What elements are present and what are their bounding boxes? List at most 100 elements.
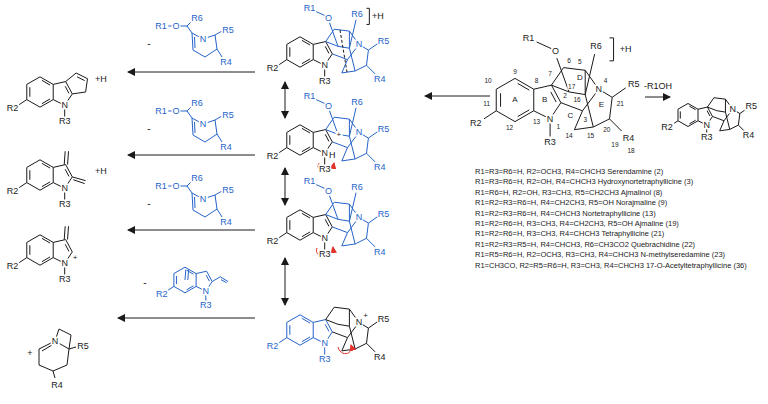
structure-label: + — [336, 131, 343, 139]
structure-label: +H — [371, 11, 385, 20]
compound-legend-line: R1=R2=R3=R5=H, R4=CHCH3, R6=CH3CO2 Quebr… — [474, 241, 696, 249]
atom-number: 14 — [564, 133, 573, 140]
structure-label: R2 — [155, 289, 169, 298]
structure-label: E — [598, 101, 605, 109]
structure-label: R6 — [190, 99, 204, 108]
compound-legend-line: R1=R5=R6=H, R2=OCH3, R3=CH3, R4=CHCH3 N-… — [474, 251, 726, 259]
structure-label: N — [320, 234, 329, 243]
structure-label: - — [142, 278, 147, 288]
structure-label: R2 — [266, 64, 280, 73]
atom-number: 7 — [547, 71, 553, 78]
reaction-arrow — [128, 155, 255, 156]
compound-legend-line: R1=R2=R6=H, R3=CH3, R4=CH2CH3, R5=OH Ajm… — [474, 220, 680, 228]
structure-label: R1 — [154, 22, 168, 31]
structure-label: N — [728, 105, 737, 114]
structure-label: R1 — [303, 177, 317, 186]
compound-legend-line: R1=R3=R6=H, R2=OH, R4=CHCH3 Hydroxynorte… — [474, 179, 694, 187]
structure-label: R6 — [190, 174, 204, 183]
atom-number: 8 — [534, 78, 540, 85]
structure-label: R5 — [745, 102, 759, 111]
indole-ring — [278, 125, 332, 166]
structure-label: N — [355, 40, 364, 49]
structure-label: R5 — [377, 209, 391, 218]
atom-number: 21 — [616, 101, 625, 108]
neutral-fragment — [167, 182, 222, 217]
indole-ring — [278, 315, 332, 356]
structure-label: R6 — [350, 183, 364, 192]
structure-label: R5 — [76, 342, 90, 351]
structure-label: R4 — [219, 143, 233, 152]
resonance-arrow — [285, 82, 286, 118]
neutral-fragment — [167, 22, 222, 57]
reaction-arrow — [425, 96, 490, 97]
product-ion — [39, 329, 76, 378]
structure-label: R2 — [469, 118, 483, 127]
structure-label: R3 — [58, 200, 72, 209]
electron-arrow — [338, 345, 351, 354]
atom-number: 11 — [482, 101, 491, 108]
structure-label: R4 — [742, 131, 756, 140]
atom-number: 6 — [566, 58, 572, 65]
atom-number: 4 — [603, 78, 609, 85]
exo-bonds — [64, 151, 85, 183]
structure-label: N — [199, 35, 208, 44]
atom-number: 12 — [505, 125, 514, 132]
structure-label: N — [60, 184, 69, 193]
reaction-arrow — [645, 97, 670, 98]
structure-label: N — [60, 259, 69, 268]
atom-number: 13 — [532, 118, 541, 125]
structure-label: + — [26, 349, 33, 358]
structure-label: R4 — [219, 58, 233, 67]
cage-ring — [551, 68, 625, 131]
structure-label: N — [60, 101, 69, 110]
oxy-bonds — [537, 42, 595, 95]
structure-label: R1 — [154, 182, 168, 191]
reaction-arrow — [128, 230, 255, 231]
atom-number: 2 — [562, 93, 568, 100]
structure-label: +H — [619, 44, 633, 53]
compound-legend-line: R1=R6=H, R2=OH, R3=CH3, R5=CH2CH3 Ajmali… — [474, 189, 663, 197]
indole-ring — [278, 210, 332, 251]
structure-label: R3 — [700, 133, 714, 142]
product-ion — [18, 235, 72, 276]
structure-label: N — [199, 120, 208, 129]
atom-number: 9 — [512, 68, 518, 75]
product-ion — [18, 160, 72, 201]
structure-label: R5 — [221, 26, 235, 35]
atom-number: 17 — [567, 83, 576, 90]
structure-label: O — [171, 22, 180, 31]
structure-label: -R1OH — [643, 82, 673, 91]
structure-label: R3 — [543, 137, 557, 146]
product-ion — [18, 77, 72, 118]
atom-number: 20 — [602, 126, 611, 133]
structure-label: N — [355, 128, 364, 137]
structure-label: R4 — [373, 162, 387, 171]
atom-number: 1 — [555, 124, 561, 131]
structure-label: R5 — [221, 186, 235, 195]
structure-label: R3 — [199, 300, 213, 309]
structure-label: O — [551, 47, 560, 56]
structure-label: R6 — [350, 98, 364, 107]
structure-label: R4 — [373, 74, 387, 83]
structure-label: - — [146, 39, 151, 49]
indole-ring — [484, 78, 561, 136]
structure-label: N — [320, 61, 329, 70]
structure-label: R5 — [377, 36, 391, 45]
reaction-arrow — [128, 72, 255, 73]
structure-label: R2 — [266, 152, 280, 161]
neutral-fragment — [167, 107, 222, 142]
charge-bracket — [610, 38, 614, 61]
neutral-fragment — [167, 267, 213, 301]
structure-label: O — [324, 186, 333, 195]
structure-label: R2 — [266, 342, 280, 351]
cage-ring — [326, 307, 378, 352]
structure-label: N — [199, 195, 208, 204]
structure-label: + — [362, 312, 369, 320]
atom-number: 3 — [582, 117, 588, 124]
structure-label: R3 — [58, 275, 72, 284]
atom-number: 18 — [626, 148, 635, 155]
structure-label: N — [202, 287, 211, 296]
structure-label: O — [324, 101, 333, 110]
